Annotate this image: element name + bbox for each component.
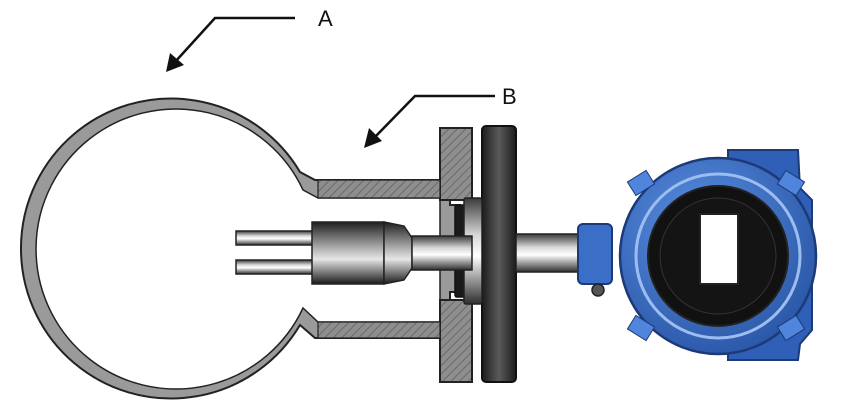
arrowhead-b-icon bbox=[364, 128, 382, 148]
callout-b: B bbox=[364, 84, 517, 148]
transmitter-shaft bbox=[515, 233, 583, 273]
probe-sleeve bbox=[311, 221, 473, 285]
callout-a: A bbox=[166, 6, 333, 72]
flange-seat bbox=[317, 127, 473, 383]
label-b: B bbox=[502, 84, 517, 109]
probe-rods bbox=[235, 230, 319, 275]
arrowhead-a-icon bbox=[166, 53, 184, 72]
transmitter-housing bbox=[577, 149, 818, 361]
label-a: A bbox=[318, 6, 333, 31]
